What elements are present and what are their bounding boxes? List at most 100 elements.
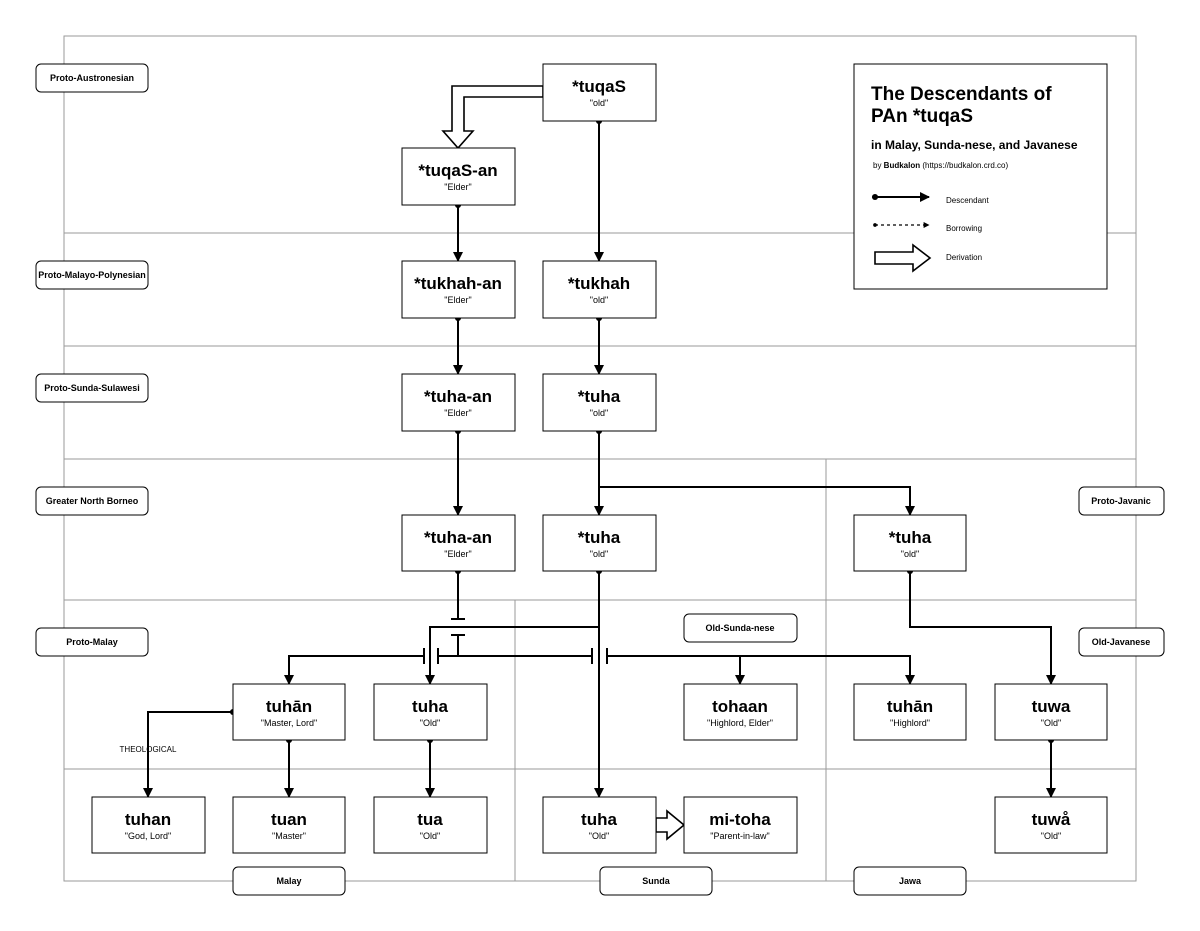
level-label-pmp: Proto-Malayo-Polynesian — [35, 260, 149, 290]
legend-descendant-label: Descendant — [946, 196, 989, 205]
level-label-pm: Proto-Malay — [35, 627, 149, 657]
level-label-text: Old-Sunda-nese — [705, 623, 774, 633]
node-tuqas-an: *tuqaS-an "Elder" — [401, 147, 516, 206]
node-lemma: *tuha — [578, 387, 621, 406]
node-lemma: *tuqaS — [572, 77, 626, 96]
node-gloss: "old" — [590, 408, 608, 418]
node-lemma: tuhan — [125, 810, 171, 829]
level-label-pan: Proto-Austronesian — [35, 63, 149, 93]
level-label-text: Proto-Malay — [66, 637, 118, 647]
node-gloss: "old" — [590, 98, 608, 108]
level-label-text: Proto-Malayo-Polynesian — [38, 270, 146, 280]
node-pm-tuha: tuha "Old" — [373, 683, 488, 741]
theological-note: THEOLOGICAL — [120, 745, 177, 754]
level-label-osu: Old-Sunda-nese — [683, 613, 798, 643]
node-gloss: "old" — [901, 549, 919, 559]
edge-descendant — [451, 634, 465, 656]
legend-title-line2: PAn *tuqaS — [871, 106, 973, 127]
level-label-ojv: Old-Javanese — [1078, 627, 1165, 657]
legend: The Descendants of PAn *tuqaS in Malay, … — [853, 63, 1108, 290]
node-gloss: "Old" — [420, 718, 440, 728]
edge-derivation — [441, 85, 544, 150]
node-lemma: *tuha-an — [424, 528, 492, 547]
node-ms-tuan: tuan "Master" — [232, 796, 346, 854]
edge-derivation — [655, 809, 686, 841]
node-pss-tuha: *tuha "old" — [542, 373, 657, 432]
node-tuqas: *tuqaS "old" — [542, 63, 657, 122]
edge-descendant — [451, 571, 465, 620]
node-gnb-tuha: *tuha "old" — [542, 514, 657, 572]
node-lemma: tuan — [271, 810, 307, 829]
node-gloss: "Master" — [272, 831, 306, 841]
node-lemma: *tukhah-an — [414, 274, 502, 293]
node-lemma: tuha — [412, 697, 448, 716]
node-pm-tuhan: tuhān "Master, Lord" — [232, 683, 346, 741]
legend-borrowing-label: Borrowing — [946, 224, 982, 233]
node-lemma: *tuqaS-an — [418, 161, 497, 180]
level-label-text: Proto-Sunda-Sulawesi — [44, 383, 140, 393]
node-gloss: "Elder" — [444, 549, 471, 559]
node-su-mitoha: mi-toha "Parent-in-law" — [683, 796, 798, 854]
edge-descendant — [607, 655, 915, 685]
level-label-text: Proto-Javanic — [1091, 496, 1151, 506]
language-label-malay: Malay — [232, 866, 346, 896]
node-gnb-tuha-an: *tuha-an "Elder" — [401, 514, 516, 572]
node-ojv-tuwa: tuwa "Old" — [994, 683, 1108, 741]
level-label-pj: Proto-Javanic — [1078, 486, 1165, 516]
node-gloss: "Master, Lord" — [261, 718, 317, 728]
node-lemma: tuwa — [1032, 697, 1071, 716]
node-lemma: tohaan — [712, 697, 768, 716]
node-lemma: *tuha — [889, 528, 932, 547]
legend-title-line1: The Descendants of — [871, 84, 1052, 105]
level-label-gnb: Greater North Borneo — [35, 486, 149, 516]
node-lemma: tuha — [581, 810, 617, 829]
node-osu-tohaan: tohaan "Highlord, Elder" — [683, 683, 798, 741]
node-gloss: "Highlord, Elder" — [707, 718, 773, 728]
edge-descendant — [143, 708, 237, 798]
legend-by-author: Budkalon — [884, 161, 921, 170]
level-label-text: Old-Javanese — [1092, 637, 1151, 647]
node-ojv-tuhan: tuhān "Highlord" — [853, 683, 967, 741]
edge-descendant — [906, 567, 1056, 685]
node-lemma: tuwå — [1032, 810, 1071, 829]
node-ms-tuhan: tuhan "God, Lord" — [91, 796, 206, 854]
node-lemma: *tuha — [578, 528, 621, 547]
edge-descendant — [284, 655, 424, 685]
edges — [143, 85, 1056, 841]
legend-derivation-label: Derivation — [946, 253, 982, 262]
node-gloss: "Elder" — [444, 295, 471, 305]
legend-derivation-arrow — [874, 243, 932, 273]
language-label-sunda: Sunda — [599, 866, 713, 896]
legend-subtitle: in Malay, Sunda-nese, and Javanese — [871, 138, 1078, 152]
node-tukhah: *tukhah "old" — [542, 260, 657, 319]
node-gloss: "Old" — [420, 831, 440, 841]
node-su-tuha: tuha "Old" — [542, 796, 657, 854]
node-gloss: "Old" — [1041, 831, 1061, 841]
legend-byline: by Budkalon (https://budkalon.crd.co) — [873, 161, 1009, 170]
node-gloss: "Parent-in-law" — [710, 831, 769, 841]
node-gloss: "God, Lord" — [125, 831, 171, 841]
language-label-text: Sunda — [642, 876, 670, 886]
language-label-jawa: Jawa — [853, 866, 967, 896]
node-jv-tuwa: tuwå "Old" — [994, 796, 1108, 854]
node-pj-tuha: *tuha "old" — [853, 514, 967, 572]
node-lemma: tuhān — [887, 697, 933, 716]
node-gloss: "Elder" — [444, 182, 471, 192]
node-ms-tua: tua "Old" — [373, 796, 488, 854]
level-label-pss: Proto-Sunda-Sulawesi — [35, 373, 149, 403]
node-tukhah-an: *tukhah-an "Elder" — [401, 260, 516, 319]
node-lemma: tua — [417, 810, 443, 829]
legend-by-url: (https://budkalon.crd.co) — [920, 161, 1008, 170]
node-lemma: tuhān — [266, 697, 312, 716]
edge-descendant — [599, 486, 915, 516]
node-gloss: "Old" — [589, 831, 609, 841]
node-gloss: "Old" — [1041, 718, 1061, 728]
node-lemma: *tukhah — [568, 274, 630, 293]
language-label-text: Malay — [276, 876, 301, 886]
edge-descendant — [425, 626, 599, 685]
node-gloss: "old" — [590, 549, 608, 559]
node-pss-tuha-an: *tuha-an "Elder" — [401, 373, 516, 432]
node-gloss: "old" — [590, 295, 608, 305]
node-gloss: "Highlord" — [890, 718, 930, 728]
